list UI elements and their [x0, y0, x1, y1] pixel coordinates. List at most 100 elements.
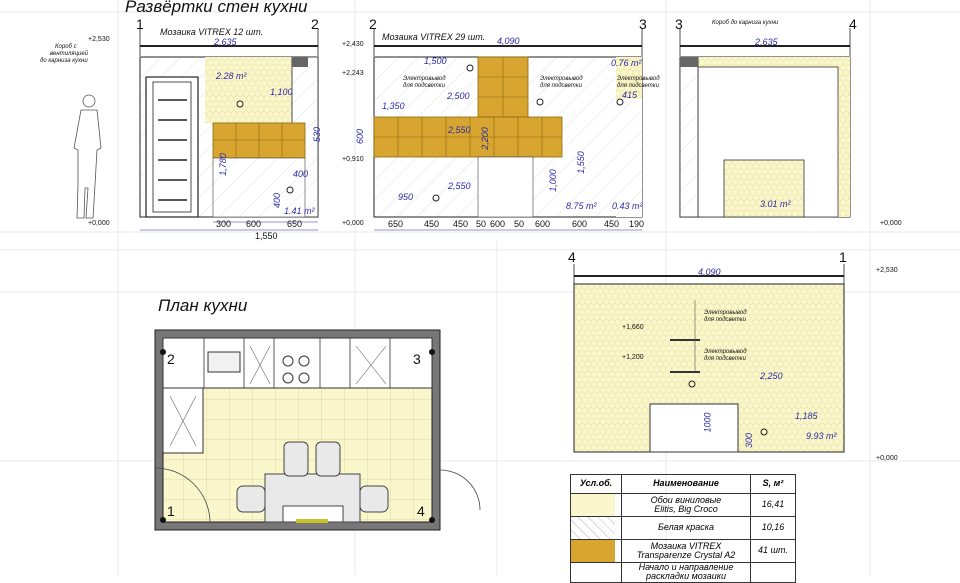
swatch-mosaic: [570, 539, 622, 563]
wall23-b-450a: 450: [424, 219, 440, 229]
wall23-mosaic: Мозаика VITREX 29 шт.: [382, 32, 486, 42]
wall23-b-50b: 50: [514, 219, 525, 229]
legend-mosaic-line-1: Мозаика VITREX: [650, 540, 722, 551]
wall23-b-600a: 600: [490, 219, 506, 229]
legend-value-direction: [750, 562, 796, 583]
wall23-dim-600: 600: [355, 128, 366, 145]
wall23-dim-1550: 1,550: [575, 151, 586, 174]
legend-wallpaper-line-1: Обои виниловые: [650, 494, 722, 505]
plan-title: План кухни: [158, 296, 248, 315]
wall12-dim-1100: 1,100: [270, 87, 293, 97]
wall12-total: 1,550: [255, 231, 278, 241]
wall12-area-top: 2.28 m²: [216, 71, 247, 81]
wall-4-1-elevation: [573, 264, 845, 453]
wall23-electro-2b: для подсветки: [540, 83, 582, 89]
marker-1: 1: [136, 16, 144, 32]
legend-row-paint: Белая краска 10,16: [570, 516, 796, 540]
marker-4: 4: [849, 16, 857, 32]
level-0000-c: +0,000: [880, 220, 902, 227]
wall12-duct-note-1: Короб с: [55, 44, 77, 50]
wall41-area: 9.93 m²: [806, 431, 837, 441]
wall23-b-600b: 600: [535, 219, 551, 229]
wall23-dim-2500: 2,500: [447, 91, 470, 101]
level-2530-b: +2,530: [876, 267, 898, 274]
legend-paint-line-1: Белая краска: [658, 522, 714, 533]
marker-3b: 3: [675, 16, 683, 32]
wall41-electro-1a: Электровывод: [704, 310, 747, 316]
swatch-wallpaper: [570, 493, 622, 517]
plan-marker-3: 3: [413, 351, 421, 367]
wall12-bottom-650: 650: [287, 219, 303, 229]
legend-name-wallpaper: Обои виниловые Elitis, Big Croco: [621, 493, 751, 517]
wall23-electro-3a: Электровывод: [617, 76, 660, 82]
wall12-width: 2,635: [214, 37, 237, 47]
wall34-width: 2,635: [755, 37, 778, 47]
wall12-dim-400a: 400: [293, 169, 309, 179]
wall12-dim-1780: 1,780: [217, 153, 228, 176]
level-2243: +2,243: [342, 70, 364, 77]
wall41-width: 4,090: [698, 267, 721, 277]
wall34-note: Короб до карниза кухни: [712, 20, 779, 26]
legend-name-paint: Белая краска: [621, 516, 751, 540]
legend-direction-line-1: Начало и направление: [638, 562, 734, 572]
wall23-electro-2a: Электровывод: [540, 76, 583, 82]
legend-row-mosaic: Мозаика VITREX Transparenze Crystal A2 4…: [570, 539, 796, 563]
wall23-area-right-top: 0.76 m²: [611, 58, 642, 68]
legend-header-symbol: Усл.об.: [570, 474, 622, 494]
level-2430: +2,430: [342, 41, 364, 48]
level-0910: +0,910: [342, 156, 364, 163]
wall34-area: 3.01 m²: [760, 199, 791, 209]
wall23-b-190: 190: [629, 219, 645, 229]
wall41-dim-2250: 2,250: [760, 371, 783, 381]
plan-marker-2: 2: [167, 351, 175, 367]
wall41-electro-2a: Электровывод: [704, 349, 747, 355]
wall12-duct-note-2: вентиляцией: [50, 51, 89, 57]
wall12-dim-400b: 400: [272, 192, 283, 209]
wall41-electro-2b: для подсветки: [704, 356, 746, 362]
marker-2: 2: [311, 16, 319, 32]
wall23-b-450c: 450: [604, 219, 620, 229]
legend-header-area: S, м²: [750, 474, 796, 494]
level-1200: +1,200: [622, 354, 644, 361]
kitchen-plan: [154, 329, 481, 531]
wall-1-2-elevation: [139, 28, 319, 231]
wall12-mosaic: Мозаика VITREX 12 шт.: [160, 27, 264, 37]
wall23-dim-2200: 2,200: [479, 127, 490, 150]
legend-table: Усл.об. Наименование S, м² Обои виниловы…: [570, 474, 796, 583]
wall12-dim-530: 530: [312, 126, 323, 143]
wall23-b-50a: 50: [476, 219, 487, 229]
swatch-paint: [570, 516, 622, 540]
wall23-dim-1000: 1,000: [547, 169, 558, 192]
wall23-b-450b: 450: [453, 219, 469, 229]
wall-2-3-elevation: [373, 28, 643, 231]
wall12-area-bottom: 1.41 m²: [284, 206, 315, 216]
wall23-dim-2550b: 2,550: [448, 181, 471, 191]
legend-row-direction: Начало и направление раскладки мозаики: [570, 562, 796, 583]
level-0000-a: +0,000: [88, 220, 110, 227]
legend-header-name: Наименование: [621, 474, 751, 494]
wall23-dim-1350: 1,350: [382, 101, 405, 111]
level-0000-d: +0,000: [876, 455, 898, 462]
legend-value-wallpaper: 16,41: [750, 493, 796, 517]
legend-value-paint: 10,16: [750, 516, 796, 540]
level-2530: +2,530: [88, 36, 110, 43]
wall23-electro-1b: для подсветки: [403, 83, 445, 89]
marker-2b: 2: [369, 16, 377, 32]
wall23-dim-950: 950: [398, 192, 414, 202]
legend-direction-line-2: раскладки мозаики: [646, 571, 726, 582]
level-0000-b: +0,000: [342, 220, 364, 227]
plan-marker-1: 1: [167, 503, 175, 519]
wall-3-4-elevation: [679, 28, 851, 218]
wall23-dim-415: 415: [622, 90, 638, 100]
wall23-b-600c: 600: [572, 219, 588, 229]
wall23-width: 4,090: [497, 36, 520, 46]
wall23-dim-2550a: 2,550: [448, 125, 471, 135]
human-figure-icon: [73, 94, 102, 219]
legend-name-direction: Начало и направление раскладки мозаики: [621, 562, 751, 583]
wall23-area-bottom-b: 0.43 m²: [612, 201, 643, 211]
wall23-area-bottom-a: 8.75 m²: [566, 201, 597, 211]
elevations-title: Развёртки стен кухни: [125, 0, 308, 16]
marker-1b: 1: [839, 249, 847, 265]
wall41-dim-1000: 1000: [702, 412, 713, 433]
wall23-electro-1a: Электровывод: [403, 76, 446, 82]
